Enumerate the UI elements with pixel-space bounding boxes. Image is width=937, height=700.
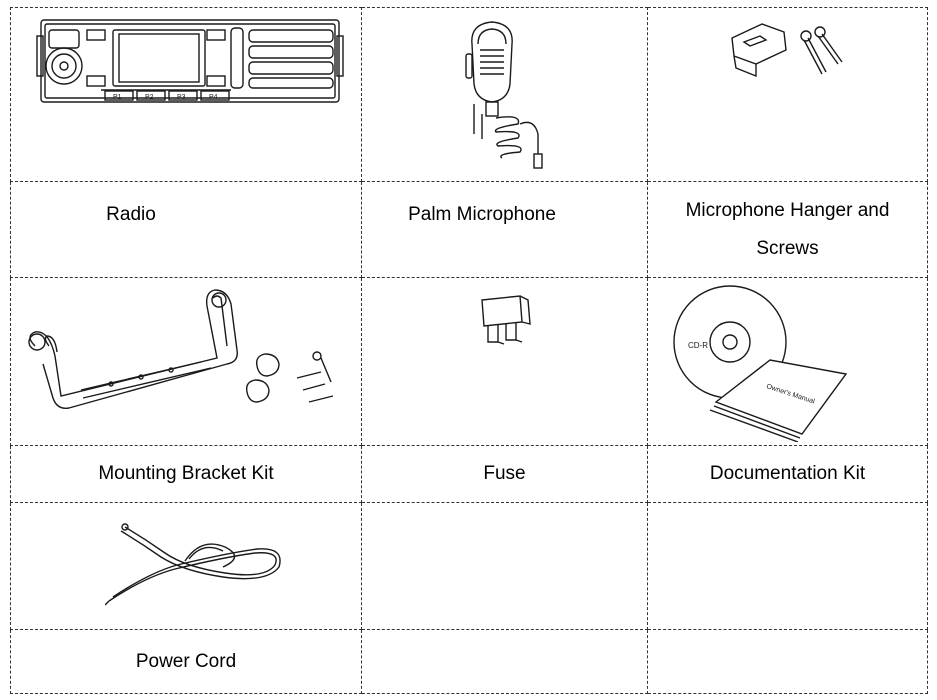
item-label-fuse: Fuse: [361, 445, 648, 503]
power-cord-icon: [105, 523, 281, 606]
bracket-image-cell: [10, 277, 362, 446]
item-label: Documentation Kit: [709, 463, 866, 484]
radio-image-cell: P1 P2 P3 P4: [10, 7, 362, 182]
accessories-table: P1 P2 P3 P4: [10, 7, 928, 694]
item-label-documentation: Documentation Kit: [647, 445, 928, 503]
image-row: P1 P2 P3 P4: [10, 7, 928, 182]
item-label-microphone-hanger: Microphone Hanger and Screws: [647, 181, 928, 278]
radio-button-p2: P2: [145, 94, 154, 101]
item-label: Mounting Bracket Kit: [98, 463, 274, 484]
radio-button-p1: P1: [113, 94, 122, 101]
mounting-bracket-icon: [28, 289, 334, 409]
image-row: [10, 502, 928, 630]
empty-label-cell: [647, 629, 928, 694]
fuse-icon: [481, 295, 531, 345]
item-label: Power Cord: [135, 650, 237, 672]
image-row: CD-R Owner's Manual: [10, 277, 928, 446]
microphone-hanger-icon: [731, 23, 843, 78]
item-label-palm-microphone: Palm Microphone: [361, 181, 648, 278]
microphone-image-cell: [361, 7, 648, 182]
label-row: Radio Palm Microphone Microphone Hanger …: [10, 181, 928, 278]
radio-button-p4: P4: [209, 94, 218, 101]
palm-microphone-icon: [465, 21, 543, 169]
radio-button-p3: P3: [177, 94, 186, 101]
documentation-cd-icon: CD-R Owner's Manual: [673, 285, 848, 442]
empty-image-cell: [647, 502, 928, 630]
hanger-image-cell: [647, 7, 928, 182]
empty-label-cell: [361, 629, 648, 694]
label-row: Power Cord: [10, 629, 928, 694]
item-label-power-cord: Power Cord: [10, 629, 362, 694]
item-label: Microphone Hanger and Screws: [685, 199, 890, 259]
documentation-image-cell: CD-R Owner's Manual: [647, 277, 928, 446]
item-label: Palm Microphone: [408, 203, 556, 225]
power-cord-image-cell: [10, 502, 362, 630]
cd-label: CD-R: [688, 341, 708, 350]
item-label: Fuse: [483, 463, 526, 484]
fuse-image-cell: [361, 277, 648, 446]
item-label: Radio: [106, 203, 156, 225]
radio-icon: P1 P2 P3 P4: [36, 19, 344, 103]
empty-image-cell: [361, 502, 648, 630]
item-label-radio: Radio: [10, 181, 362, 278]
label-row: Mounting Bracket Kit Fuse Documentation …: [10, 445, 928, 503]
item-label-mounting-bracket: Mounting Bracket Kit: [10, 445, 362, 503]
